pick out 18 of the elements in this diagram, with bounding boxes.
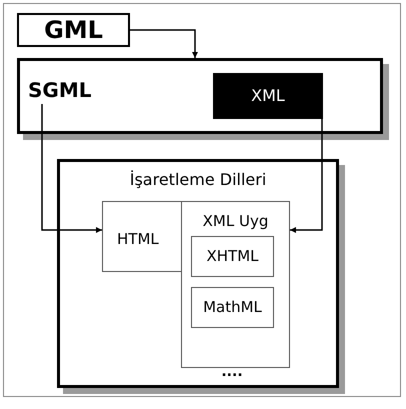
- html-box: [102, 201, 182, 272]
- node-label: SGML: [28, 78, 92, 102]
- mathml-box: [191, 287, 274, 328]
- xml-applications-box: [181, 201, 290, 368]
- node-label: HTML: [117, 230, 159, 248]
- ellipsis-text: ....: [220, 364, 244, 380]
- node-label: İşaretleme Dilleri: [128, 170, 268, 189]
- node-label: XML: [250, 85, 286, 107]
- node-label: GML: [43, 15, 104, 45]
- node-label: XML Uyg: [202, 212, 270, 230]
- gml-box: [17, 13, 130, 47]
- node-label: XHTML: [205, 246, 260, 267]
- node-label: MathML: [202, 297, 263, 318]
- arrow: [41, 104, 102, 233]
- xhtml-box: [191, 236, 274, 277]
- xml-box: [213, 73, 323, 119]
- arrow: [130, 29, 198, 58]
- arrow: [290, 119, 323, 233]
